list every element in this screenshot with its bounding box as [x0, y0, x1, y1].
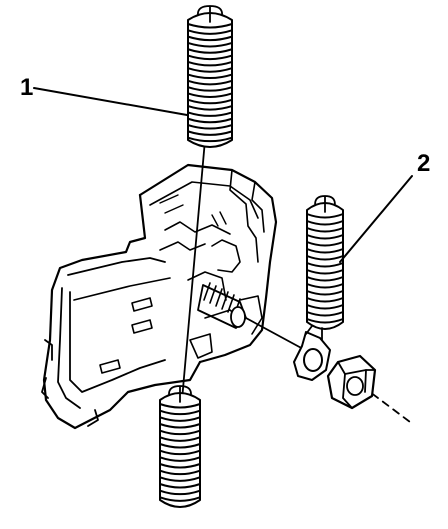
- spring-top: [187, 5, 233, 148]
- spring-coil: [306, 304, 344, 310]
- stud-axis-dashed: [361, 385, 415, 426]
- spring-coil: [306, 262, 344, 268]
- spring-coil: [306, 241, 344, 247]
- spring-coil: [187, 35, 233, 42]
- spring-coil: [159, 449, 201, 456]
- spring-coil: [187, 117, 233, 124]
- spring-coil: [159, 423, 201, 429]
- spring-coil: [159, 469, 201, 476]
- spring-coil: [187, 79, 233, 86]
- spring-coil: [159, 489, 201, 496]
- spring-body: [159, 392, 201, 508]
- spring-coil: [187, 48, 233, 54]
- spring-coil: [306, 283, 344, 289]
- callout-label-1: 1: [20, 74, 34, 101]
- spring-coil: [159, 409, 201, 416]
- spring-coil: [187, 67, 233, 73]
- hex-nut: [326, 354, 377, 410]
- spring-coil: [159, 463, 201, 469]
- leader-line-1: [33, 87, 188, 116]
- plunger-spring: [197, 282, 247, 329]
- spring-coil: [187, 23, 233, 29]
- spring-coil: [159, 443, 201, 449]
- spring-coil: [159, 429, 201, 436]
- spring-coil: [306, 248, 344, 254]
- spring-coil: [159, 483, 201, 489]
- spring-coil: [159, 403, 201, 409]
- spring-eyelet: [293, 325, 331, 381]
- spring-coil: [187, 60, 233, 67]
- spring-coil: [159, 496, 201, 502]
- spring-coil: [306, 220, 344, 226]
- spring-coil: [306, 311, 344, 317]
- spring-coil: [306, 297, 344, 303]
- spring-coil: [187, 124, 233, 130]
- spring-coil: [187, 54, 233, 61]
- spring-end-hook: [168, 385, 192, 403]
- spring-coil: [306, 276, 344, 282]
- spring-coil: [306, 255, 344, 261]
- spring-coil: [187, 111, 233, 117]
- spring-coil: [306, 213, 344, 219]
- spring-coil: [159, 456, 201, 462]
- callout-label-2: 2: [417, 150, 431, 177]
- spring-coil: [306, 318, 344, 324]
- spring-bottom: [159, 385, 201, 508]
- leader-line-2: [339, 175, 413, 263]
- spring-coil: [187, 136, 233, 143]
- spring-coil: [306, 269, 344, 275]
- spring-coil: [187, 98, 233, 105]
- spring-coil: [187, 86, 233, 92]
- spring-coil: [187, 92, 233, 98]
- spring-coil: [187, 105, 233, 111]
- spring-coil: [306, 290, 344, 296]
- assembly-axis-line: [181, 139, 206, 401]
- spring-coil: [159, 476, 201, 482]
- spring-coil: [159, 436, 201, 442]
- stud-axis-line: [245, 317, 306, 351]
- spring-coil: [306, 234, 344, 240]
- spring-coil: [306, 227, 344, 233]
- spring-coil: [187, 41, 233, 48]
- spring-end-hook: [197, 5, 223, 23]
- bracket-assembly: [41, 163, 278, 430]
- spring-coil: [159, 416, 201, 422]
- spring-coil: [187, 29, 233, 35]
- spring-right: [306, 195, 344, 330]
- spring-coil: [187, 130, 233, 136]
- spring-end-hook: [314, 195, 336, 213]
- spring-coil: [187, 73, 233, 80]
